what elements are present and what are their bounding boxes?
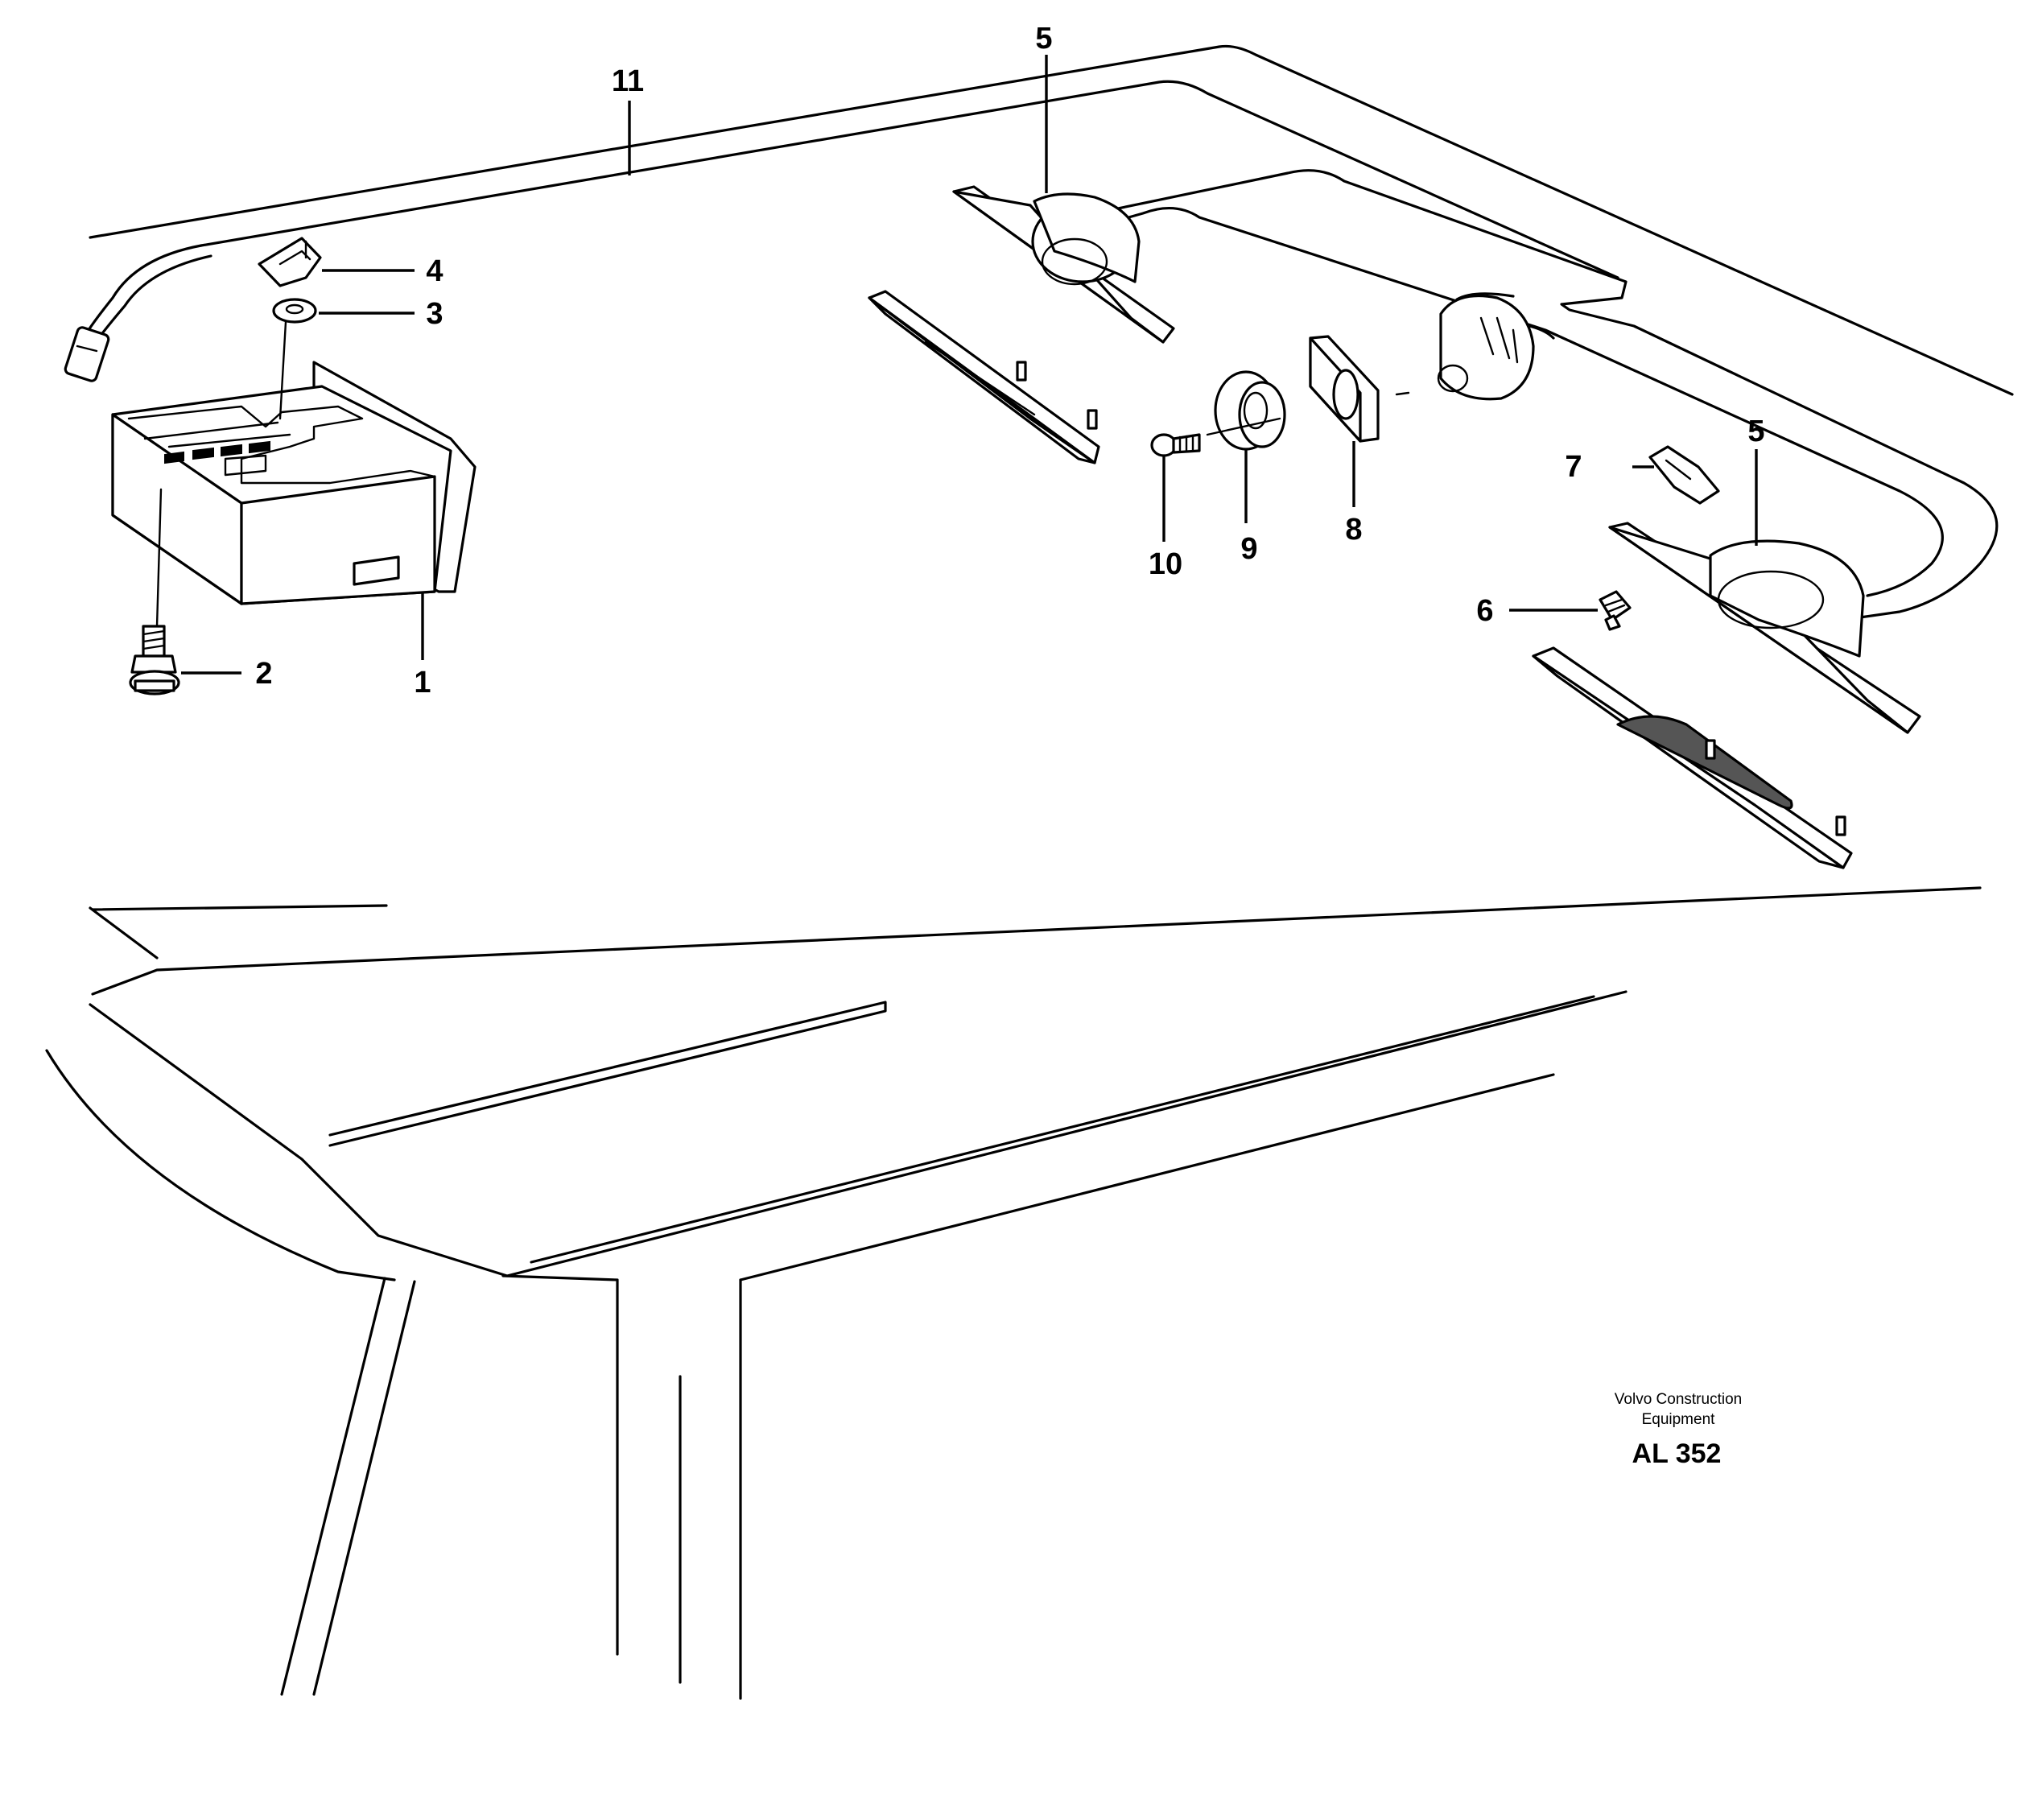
callout-leaders: [181, 55, 1758, 675]
harness-connector-radio: [1437, 292, 1555, 401]
callout-3: 3: [426, 297, 443, 331]
callout-5-left: 5: [1035, 22, 1052, 56]
part-6-screw: [1599, 590, 1632, 631]
part-7-clip: [1648, 445, 1720, 505]
callout-10: 10: [1149, 547, 1182, 581]
wiring-harness: [64, 169, 1999, 621]
callout-11: 11: [612, 64, 644, 98]
cab-roof-outline: [45, 44, 2014, 1700]
harness-connector-plug: [64, 326, 110, 382]
part-5-speaker-right: [1608, 522, 1921, 734]
part-4-clip-nut: [258, 237, 322, 287]
part-1-radio-bracket: [111, 361, 476, 605]
part-8-mounting-plate: [1309, 335, 1380, 443]
part-3-washer: [272, 298, 317, 324]
speaker-grille-right: [1532, 646, 1853, 869]
callout-1: 1: [414, 666, 431, 700]
callout-7: 7: [1565, 450, 1582, 484]
callout-9: 9: [1240, 532, 1257, 566]
speaker-grille-left: [868, 290, 1100, 464]
credit-line-2: Equipment: [1642, 1411, 1716, 1428]
callout-4: 4: [426, 254, 443, 288]
assembly-axis: [155, 320, 287, 628]
callout-6: 6: [1476, 594, 1493, 628]
illustration-code: AL 352: [1632, 1438, 1722, 1469]
part-10-screw: [1150, 433, 1201, 457]
callout-8: 8: [1345, 513, 1362, 547]
callout-2: 2: [255, 657, 272, 691]
callout-5-right: 5: [1747, 415, 1764, 448]
part-2-flange-bolt: [129, 625, 180, 695]
credit-line-1: Volvo Construction: [1615, 1391, 1742, 1408]
assembly-axis-2: [1206, 391, 1410, 436]
part-9-grommet: [1214, 370, 1286, 451]
part-5-speaker-left: [952, 185, 1175, 344]
